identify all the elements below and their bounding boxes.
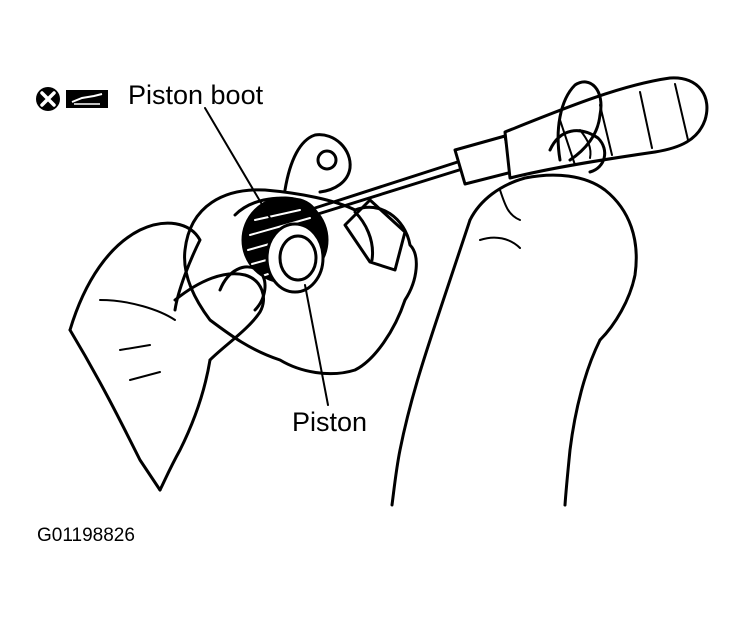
callout-symbols: [36, 87, 108, 111]
left-thumb: [218, 265, 267, 312]
screwdriver-ferrule: [453, 134, 514, 186]
x-circle-icon: [36, 87, 60, 111]
leader-line-piston: [304, 284, 329, 406]
piston: [265, 222, 325, 294]
replace-part-icon: [66, 90, 108, 108]
leader-line-piston-boot: [204, 107, 271, 219]
screwdriver-shaft: [313, 156, 474, 216]
caliper-ear: [283, 133, 352, 194]
left-hand: [68, 221, 267, 492]
callout-piston: Piston: [292, 407, 368, 437]
figure-id: G01198826: [37, 525, 135, 546]
right-hand: [390, 80, 638, 507]
callout-piston-boot: Piston boot: [128, 80, 264, 110]
right-thumb: [548, 129, 607, 174]
screwdriver: [313, 76, 709, 216]
